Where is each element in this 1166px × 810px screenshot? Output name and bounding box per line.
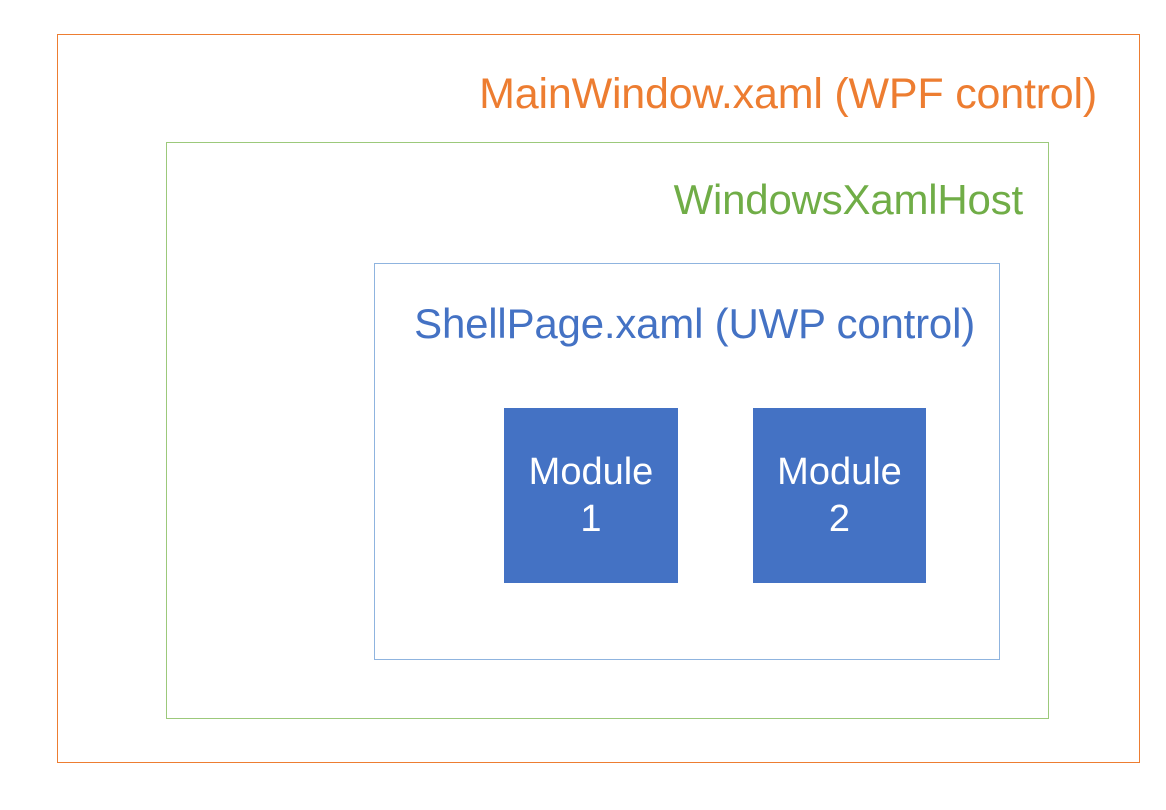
layer-label-mainwindow: MainWindow.xaml (WPF control) [479, 70, 1097, 118]
layer-label-windowsxamlhost: WindowsXamlHost [673, 176, 1024, 223]
layer-windowsxamlhost: WindowsXamlHost ShellPage.xaml (UWP cont… [166, 142, 1049, 719]
layer-mainwindow-wpf: MainWindow.xaml (WPF control) WindowsXam… [57, 34, 1140, 763]
layer-label-shellpage: ShellPage.xaml (UWP control) [414, 300, 975, 347]
module-label-1-line1: Module [528, 451, 654, 494]
module-label-1-line2: 1 [580, 497, 602, 540]
module-label-2-line2: 2 [828, 497, 851, 540]
module-label-2-line1: Module [777, 451, 902, 494]
